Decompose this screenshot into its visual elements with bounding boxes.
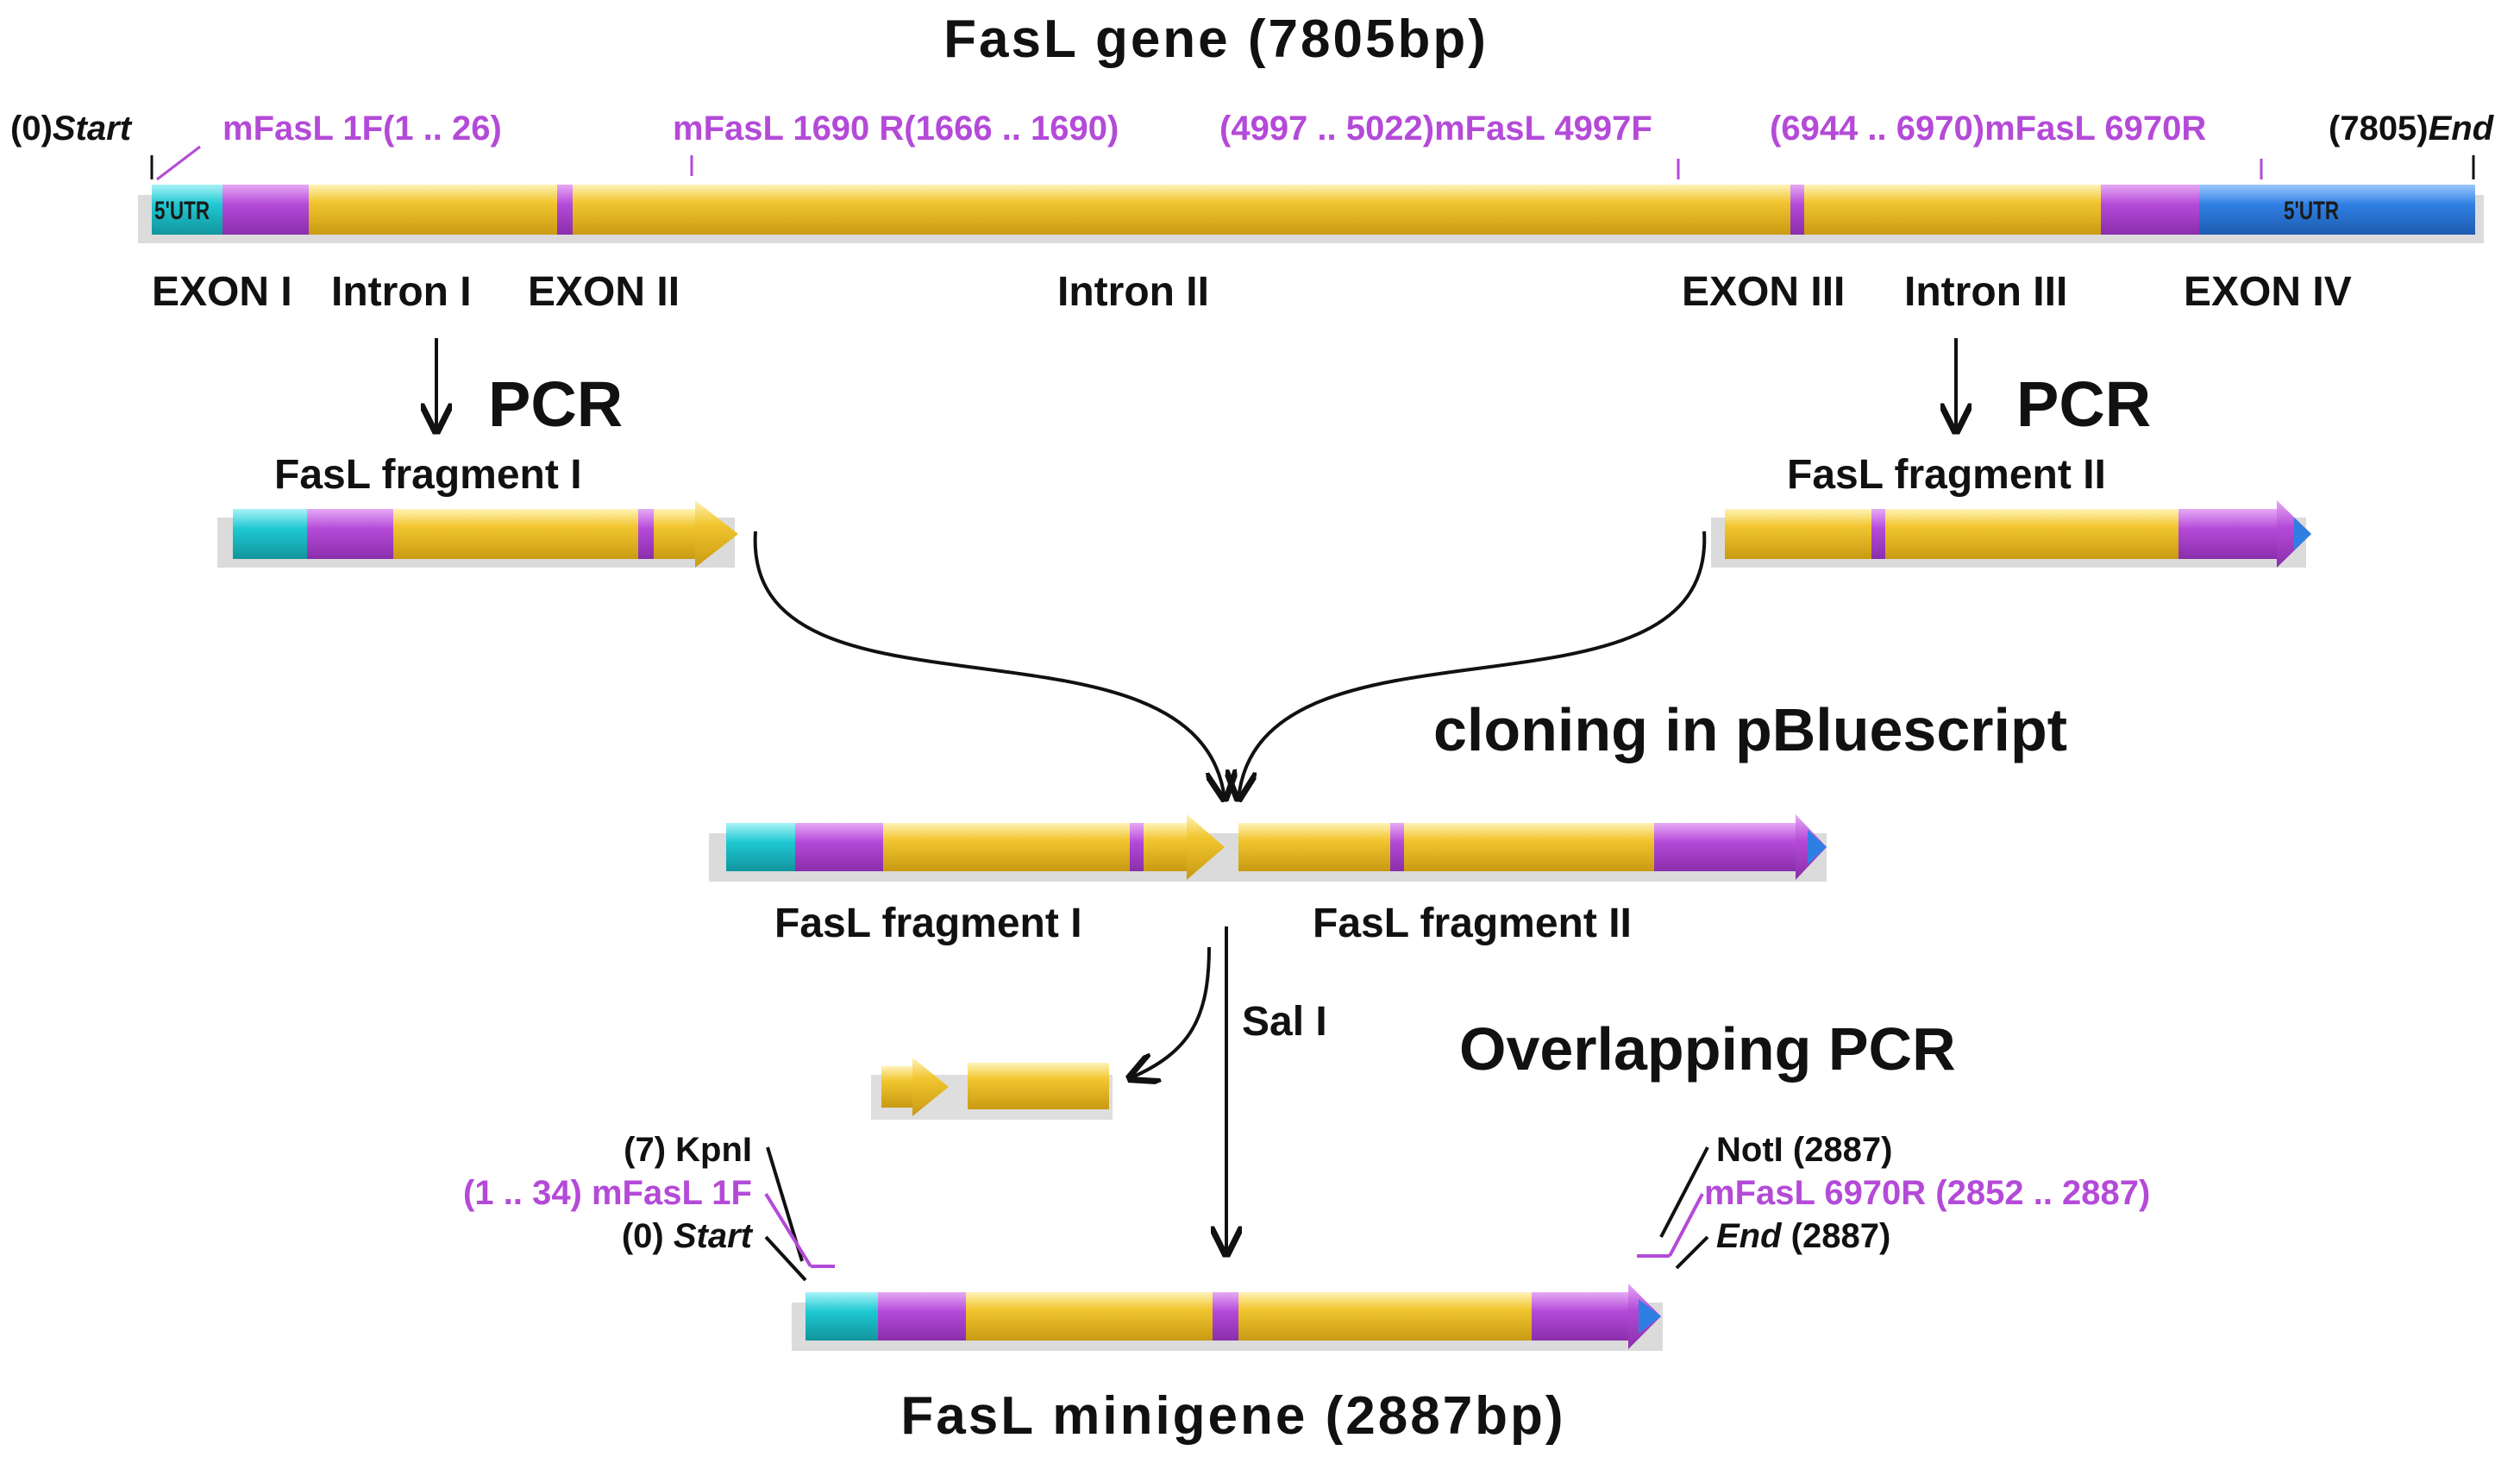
cloning-label: cloning in pBluescript [1433,696,2067,763]
fragment2-label: FasL fragment II [1787,452,2106,498]
region-intron-ii: Intron II [1057,269,1209,315]
minigene-start-label: (0) Start [622,1217,754,1255]
intron3-segment [1804,185,2101,235]
region-exon-iv: EXON IV [2184,269,2352,315]
cloned-construct-bar [709,814,1827,882]
region-exon-iii: EXON III [1682,269,1845,315]
gene-title: FasL gene (7805bp) [943,9,1489,69]
fragment2-bar [1711,500,2311,568]
exon2-segment [557,185,573,235]
fragment1-label: FasL fragment I [274,452,582,498]
gene-start-label: (0)Start [10,110,133,148]
curve-arrow-left [753,531,1225,799]
kpni-site-label: (7) KpnI [624,1131,752,1169]
curve-arrow-right [1238,531,1707,799]
exon4-segment [2101,185,2199,235]
primer-6970r-label: (6944 .. 6970)mFasL 6970R [1770,110,2206,148]
utr3-label: 5'UTR [2284,196,2339,225]
gene-end-label: (7805)End [2329,110,2495,148]
utr5-segment [152,185,223,235]
sal-cut-arrow [1130,946,1211,1078]
overlap-label: Overlapping PCR [1459,1015,1956,1083]
fragment1-bar [217,500,738,568]
region-exon-ii: EXON II [528,269,680,315]
region-exon-i: EXON I [152,269,292,315]
region-intron-iii: Intron III [1904,269,2067,315]
exon3-segment [1790,185,1804,235]
intron1-segment [309,185,557,235]
minigene-1f-primer-label: (1 .. 34) mFasL 1F [463,1174,752,1212]
exon1-segment [223,185,309,235]
utr3-segment [2199,185,2475,235]
sal-label: Sal I [1242,999,1327,1045]
pcr-right-label: PCR [2016,368,2151,440]
excised-fragments [871,1058,1113,1120]
primer-1f-label: mFasL 1F(1 .. 26) [223,110,502,148]
primer-4997f-label: (4997 .. 5022)mFasL 4997F [1219,110,1652,148]
gene-bar: 5'UTR 5'UTR [138,185,2484,243]
pcr-left-label: PCR [488,368,623,440]
minigene-bar [792,1284,1663,1351]
minigene-title: FasL minigene (2887bp) [900,1386,1565,1446]
noti-site-label: NotI (2887) [1716,1131,1893,1169]
minigene-end-label: End (2887) [1716,1217,1890,1255]
utr5-label: 5'UTR [154,196,210,225]
minigene-6970r-primer-label: mFasL 6970R (2852 .. 2887) [1704,1174,2150,1212]
primer-1690r-label: mFasL 1690 R(1666 .. 1690) [673,110,1119,148]
intron2-segment [573,185,1790,235]
region-intron-i: Intron I [331,269,472,315]
cloned-fragment1-label: FasL fragment I [774,901,1082,946]
cloned-fragment2-label: FasL fragment II [1313,901,1632,946]
